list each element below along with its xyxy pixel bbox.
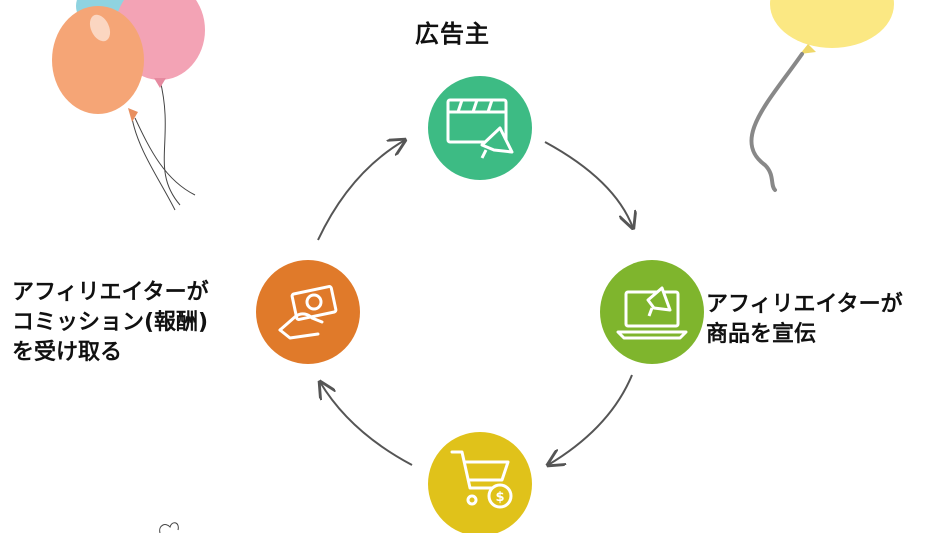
node-purchase: $ xyxy=(428,432,532,536)
balloon-yellow xyxy=(770,0,894,48)
node-commission xyxy=(256,260,360,364)
balloon-orange xyxy=(52,6,144,114)
doodle-decoration xyxy=(159,522,179,534)
affiliate-promotes-label: アフィリエイターが 商品を宣伝 xyxy=(706,292,903,347)
node-affiliate-promotes xyxy=(600,260,704,364)
arrow-top-to-right xyxy=(544,141,633,228)
laptop-megaphone-icon xyxy=(616,286,688,340)
commission-circle xyxy=(256,260,360,364)
hand-money-icon xyxy=(278,284,338,340)
video-megaphone-icon xyxy=(446,98,514,159)
shopping-cart-dollar-icon: $ xyxy=(450,450,513,509)
balloons-decoration-left xyxy=(52,0,205,211)
arrow-right-to-bottom xyxy=(548,374,633,465)
advertiser-circle xyxy=(428,76,532,180)
advertiser-label: 広告主 xyxy=(415,20,490,48)
svg-text:$: $ xyxy=(495,490,504,505)
arrow-bottom-to-left xyxy=(320,382,413,466)
commission-label: アフィリエイターが コミッション(報酬) を受け取る xyxy=(12,280,209,365)
node-advertiser xyxy=(428,76,532,180)
balloon-decoration-right xyxy=(749,0,894,192)
arrow-left-to-top xyxy=(317,140,405,241)
purchase-circle xyxy=(428,432,532,536)
